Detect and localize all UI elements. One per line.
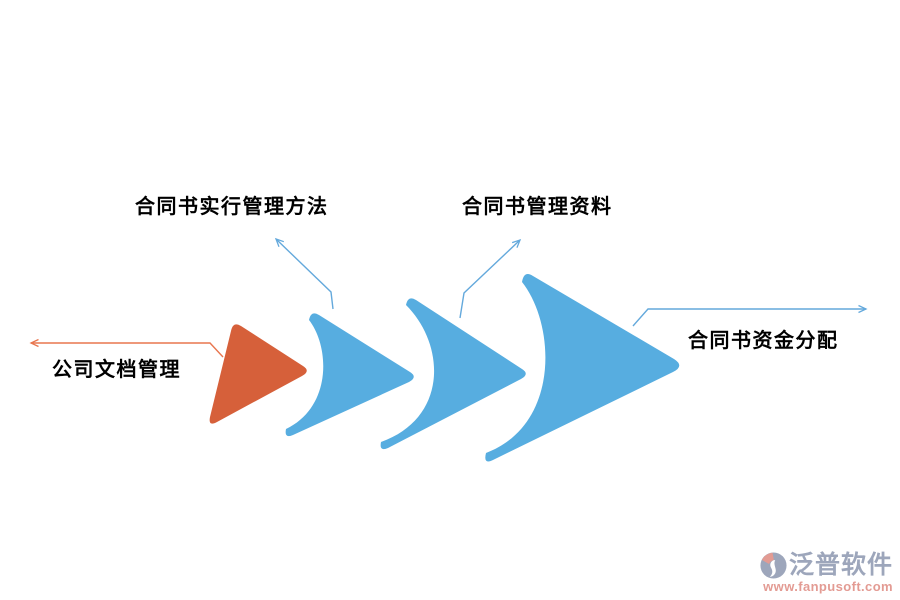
step-arrow-2: [285, 313, 414, 437]
step-label-2: 合同书实行管理方法: [135, 196, 329, 218]
step-label-1: 公司文档管理: [52, 359, 181, 381]
callout-line-top-right: [459, 238, 522, 319]
callout-line-top-left: [274, 237, 334, 310]
step-label-4: 合同书资金分配: [688, 330, 839, 352]
step-label-3: 合同书管理资料: [462, 196, 613, 218]
callout-line-left: [29, 338, 224, 358]
watermark-url-text: www.fanpusoft.com: [763, 578, 893, 594]
watermark: 泛普软件 www.fanpusoft.com: [759, 551, 893, 594]
step-arrow-3: [380, 298, 526, 450]
callout-line-right: [632, 304, 868, 327]
step-arrow-4: [485, 274, 680, 462]
step-arrow-1: [209, 324, 307, 424]
watermark-brand-text: 泛普软件: [788, 550, 893, 579]
fanpu-logo-icon: [760, 552, 787, 579]
